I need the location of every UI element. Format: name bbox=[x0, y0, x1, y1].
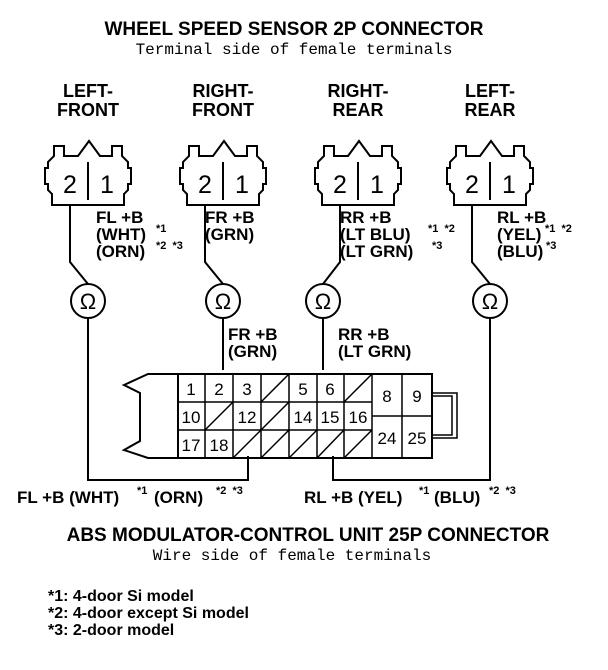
svg-text:(YEL): (YEL) bbox=[497, 225, 541, 244]
sensor-position-lr-2: REAR bbox=[464, 100, 515, 120]
diagram-subtitle: Terminal side of female terminals bbox=[136, 41, 453, 59]
probe-wires bbox=[69, 205, 491, 285]
sensor-position-rr-2: REAR bbox=[332, 100, 383, 120]
ohmmeter-rr: Ω bbox=[305, 283, 341, 319]
terminal-3: 3 bbox=[242, 380, 251, 399]
ohm-icon: Ω bbox=[80, 289, 96, 314]
svg-text:FL +B (WHT): FL +B (WHT) bbox=[17, 488, 119, 507]
terminal-2: 2 bbox=[214, 380, 223, 399]
svg-text:*3: *3 bbox=[432, 240, 442, 252]
svg-text:*2 *3: *2 *3 bbox=[216, 485, 243, 497]
connector-pin-2: 2 bbox=[63, 171, 77, 199]
svg-text:(ORN): (ORN) bbox=[154, 488, 203, 507]
ohmmeter-rf: Ω bbox=[205, 283, 241, 319]
svg-text:*1 *2: *1 *2 bbox=[545, 223, 572, 235]
svg-text:*3: *3 bbox=[546, 240, 556, 252]
svg-text:(LT BLU): (LT BLU) bbox=[340, 225, 411, 244]
terminal-24: 24 bbox=[378, 429, 397, 448]
connector-pin-2: 2 bbox=[198, 171, 212, 199]
terminal-14: 14 bbox=[294, 408, 313, 427]
svg-text:(LT GRN): (LT GRN) bbox=[340, 242, 413, 261]
ohm-icon: Ω bbox=[482, 289, 498, 314]
svg-text:*2 *3: *2 *3 bbox=[489, 485, 516, 497]
terminal-15: 15 bbox=[321, 408, 340, 427]
sensor-position-rr-1: RIGHT- bbox=[328, 81, 389, 101]
svg-text:(BLU): (BLU) bbox=[434, 488, 480, 507]
sensor-position-lf-2: FRONT bbox=[57, 100, 119, 120]
connector-pin-2: 2 bbox=[333, 171, 347, 199]
svg-text:FR +B: FR +B bbox=[228, 325, 278, 344]
svg-text:RR +B: RR +B bbox=[340, 208, 391, 227]
svg-text:*1 *2: *1 *2 bbox=[428, 223, 455, 235]
svg-text:RL +B (YEL): RL +B (YEL) bbox=[304, 488, 402, 507]
diagram-title: WHEEL SPEED SENSOR 2P CONNECTOR bbox=[104, 19, 483, 40]
wire-label-rr: RR +B (LT BLU) *1 *2 (LT GRN) *3 bbox=[340, 208, 455, 261]
terminal-18: 18 bbox=[210, 436, 229, 455]
wire-label-rl: RL +B (YEL) *1 *2 (BLU) *3 bbox=[497, 208, 572, 261]
terminal-10: 10 bbox=[182, 408, 201, 427]
svg-text:(BLU): (BLU) bbox=[497, 242, 543, 261]
sensor-connector-rr: 2 1 bbox=[314, 139, 402, 206]
terminal-1: 1 bbox=[186, 380, 195, 399]
terminal-5: 5 bbox=[298, 380, 307, 399]
connector-pin-1: 1 bbox=[100, 171, 114, 199]
footnote-2: *2: 4-door except Si model bbox=[48, 605, 249, 622]
svg-text:*2 *3: *2 *3 bbox=[156, 240, 183, 252]
svg-text:(LT GRN): (LT GRN) bbox=[338, 342, 411, 361]
svg-text:*1: *1 bbox=[156, 223, 166, 235]
connector-pin-1: 1 bbox=[235, 171, 249, 199]
wire-label-rr-mid: RR +B (LT GRN) bbox=[338, 325, 411, 361]
svg-text:*1: *1 bbox=[137, 485, 147, 497]
terminal-16: 16 bbox=[349, 408, 368, 427]
ohmmeter-lf: Ω bbox=[70, 283, 106, 319]
svg-text:RR +B: RR +B bbox=[338, 325, 389, 344]
wire-label-fr-mid: FR +B (GRN) bbox=[228, 325, 278, 361]
abs-connector-25p: 1 2 3 5 6 8 9 10 12 14 15 16 17 18 24 25 bbox=[121, 373, 458, 459]
ohmmeter-lr: Ω bbox=[472, 283, 508, 319]
terminal-6: 6 bbox=[325, 380, 334, 399]
svg-text:(ORN): (ORN) bbox=[96, 242, 145, 261]
connector-pin-1: 1 bbox=[370, 171, 384, 199]
sensor-position-lr-1: LEFT- bbox=[465, 81, 515, 101]
sensor-connector-rf: 2 1 bbox=[179, 139, 267, 206]
terminal-9: 9 bbox=[412, 387, 421, 406]
sensor-position-rf-2: FRONT bbox=[192, 100, 254, 120]
connector-pin-1: 1 bbox=[502, 171, 516, 199]
wire-label-fl: FL +B (WHT) *1 (ORN) *2 *3 bbox=[96, 208, 183, 261]
svg-text:FL +B: FL +B bbox=[96, 208, 143, 227]
svg-text:(WHT): (WHT) bbox=[96, 225, 146, 244]
wire-label-fr: FR +B (GRN) bbox=[205, 208, 255, 244]
ohm-icon: Ω bbox=[215, 289, 231, 314]
svg-text:(GRN): (GRN) bbox=[228, 342, 277, 361]
wire-label-fl-bottom: FL +B (WHT) *1 (ORN) *2 *3 bbox=[17, 485, 243, 507]
sensor-position-lf-1: LEFT- bbox=[63, 81, 113, 101]
meter-wires bbox=[87, 318, 491, 481]
svg-text:*1: *1 bbox=[419, 485, 429, 497]
svg-text:(GRN): (GRN) bbox=[205, 225, 254, 244]
ohm-icon: Ω bbox=[315, 289, 331, 314]
svg-text:RL +B: RL +B bbox=[497, 208, 546, 227]
footnote-3: *3: 2-door model bbox=[48, 622, 174, 639]
unit-subtitle: Wire side of female terminals bbox=[153, 547, 431, 565]
footnote-1: *1: 4-door Si model bbox=[48, 588, 194, 605]
terminal-8: 8 bbox=[382, 387, 391, 406]
wire-label-rl-bottom: RL +B (YEL) *1 (BLU) *2 *3 bbox=[304, 485, 516, 507]
sensor-position-rf-1: RIGHT- bbox=[193, 81, 254, 101]
svg-text:FR +B: FR +B bbox=[205, 208, 255, 227]
connector-pin-2: 2 bbox=[465, 171, 479, 199]
terminal-25: 25 bbox=[408, 429, 427, 448]
sensor-connector-lr: 2 1 bbox=[446, 139, 534, 206]
sensor-connector-lf: 2 1 bbox=[44, 139, 132, 206]
unit-title: ABS MODULATOR-CONTROL UNIT 25P CONNECTOR bbox=[67, 525, 550, 546]
terminal-17: 17 bbox=[182, 436, 201, 455]
terminal-12: 12 bbox=[238, 408, 257, 427]
